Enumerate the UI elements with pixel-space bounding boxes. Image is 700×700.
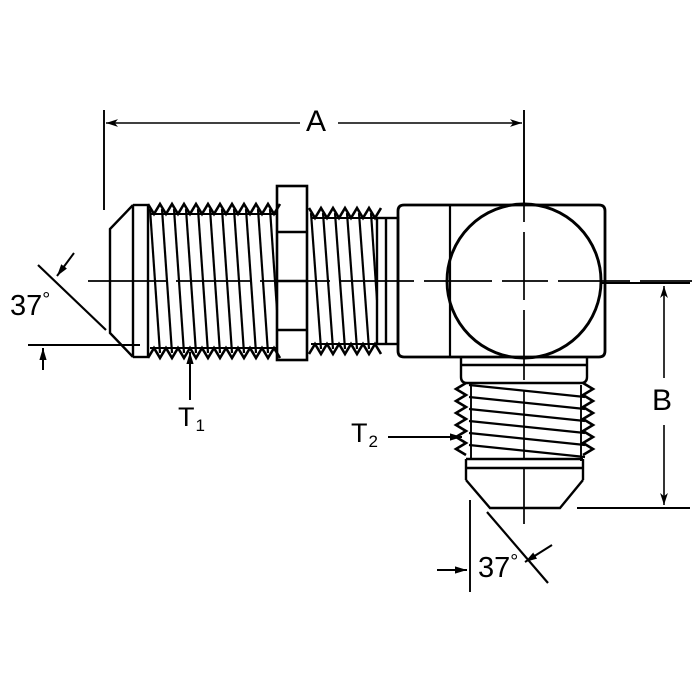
thread-1-letter: T <box>178 402 195 432</box>
thread-1-callout-label: T1 <box>178 404 205 434</box>
thread-2-callout-label: T2 <box>351 420 378 450</box>
bottom-flare-angle-label: 37° <box>478 552 518 583</box>
bottom-flare-barrel <box>464 457 585 480</box>
left-angle-leader-arrow <box>56 252 75 277</box>
elbow-bore-circle <box>445 202 603 360</box>
bottom-thread-flanks <box>468 383 586 459</box>
elbow-body-block <box>396 203 607 359</box>
right-thread-crest-top <box>307 205 383 221</box>
left-thread-crest-top <box>146 201 282 217</box>
left-flare-angle-value: 37 <box>10 290 43 322</box>
right-thread-root-lines <box>311 217 377 345</box>
left-thread-flanks <box>148 208 279 354</box>
bottom-thread-crest-left <box>453 381 469 457</box>
bottom-angle-leader-arrow <box>524 544 553 563</box>
right-thread-flanks <box>309 212 379 350</box>
dimension-a-label: A <box>306 105 327 138</box>
right-thread-crest-bottom <box>307 341 383 357</box>
bottom-thread-crest-right <box>580 381 596 457</box>
bottom-angle-annotation-group <box>437 500 553 592</box>
left-flare-degree-symbol: ° <box>42 289 51 311</box>
dimension-b-label: B <box>652 384 673 417</box>
left-angle-leader <box>37 264 107 331</box>
bottom-flare-degree-symbol: ° <box>510 551 519 573</box>
bottom-thread-root-lines <box>470 383 582 461</box>
thread-2-letter: T <box>351 418 368 448</box>
left-thread-crest-bottom <box>146 345 282 361</box>
left-flare-barrel <box>133 203 150 359</box>
left-flare-angle-label: 37° <box>10 290 50 321</box>
left-thread-root-lines <box>150 213 277 349</box>
dimension-b-group <box>577 282 690 509</box>
bulkhead-hex-collar <box>275 184 309 362</box>
left-angle-annotation-group <box>28 252 140 370</box>
thread-2-subscript: 2 <box>368 431 378 451</box>
bottom-flare-cone <box>465 479 584 510</box>
bottom-shoulder-collar <box>459 357 589 385</box>
bottom-flare-angle-value: 37 <box>478 552 511 584</box>
bottom-angle-leader <box>486 511 549 584</box>
thread-1-subscript: 1 <box>195 415 205 435</box>
